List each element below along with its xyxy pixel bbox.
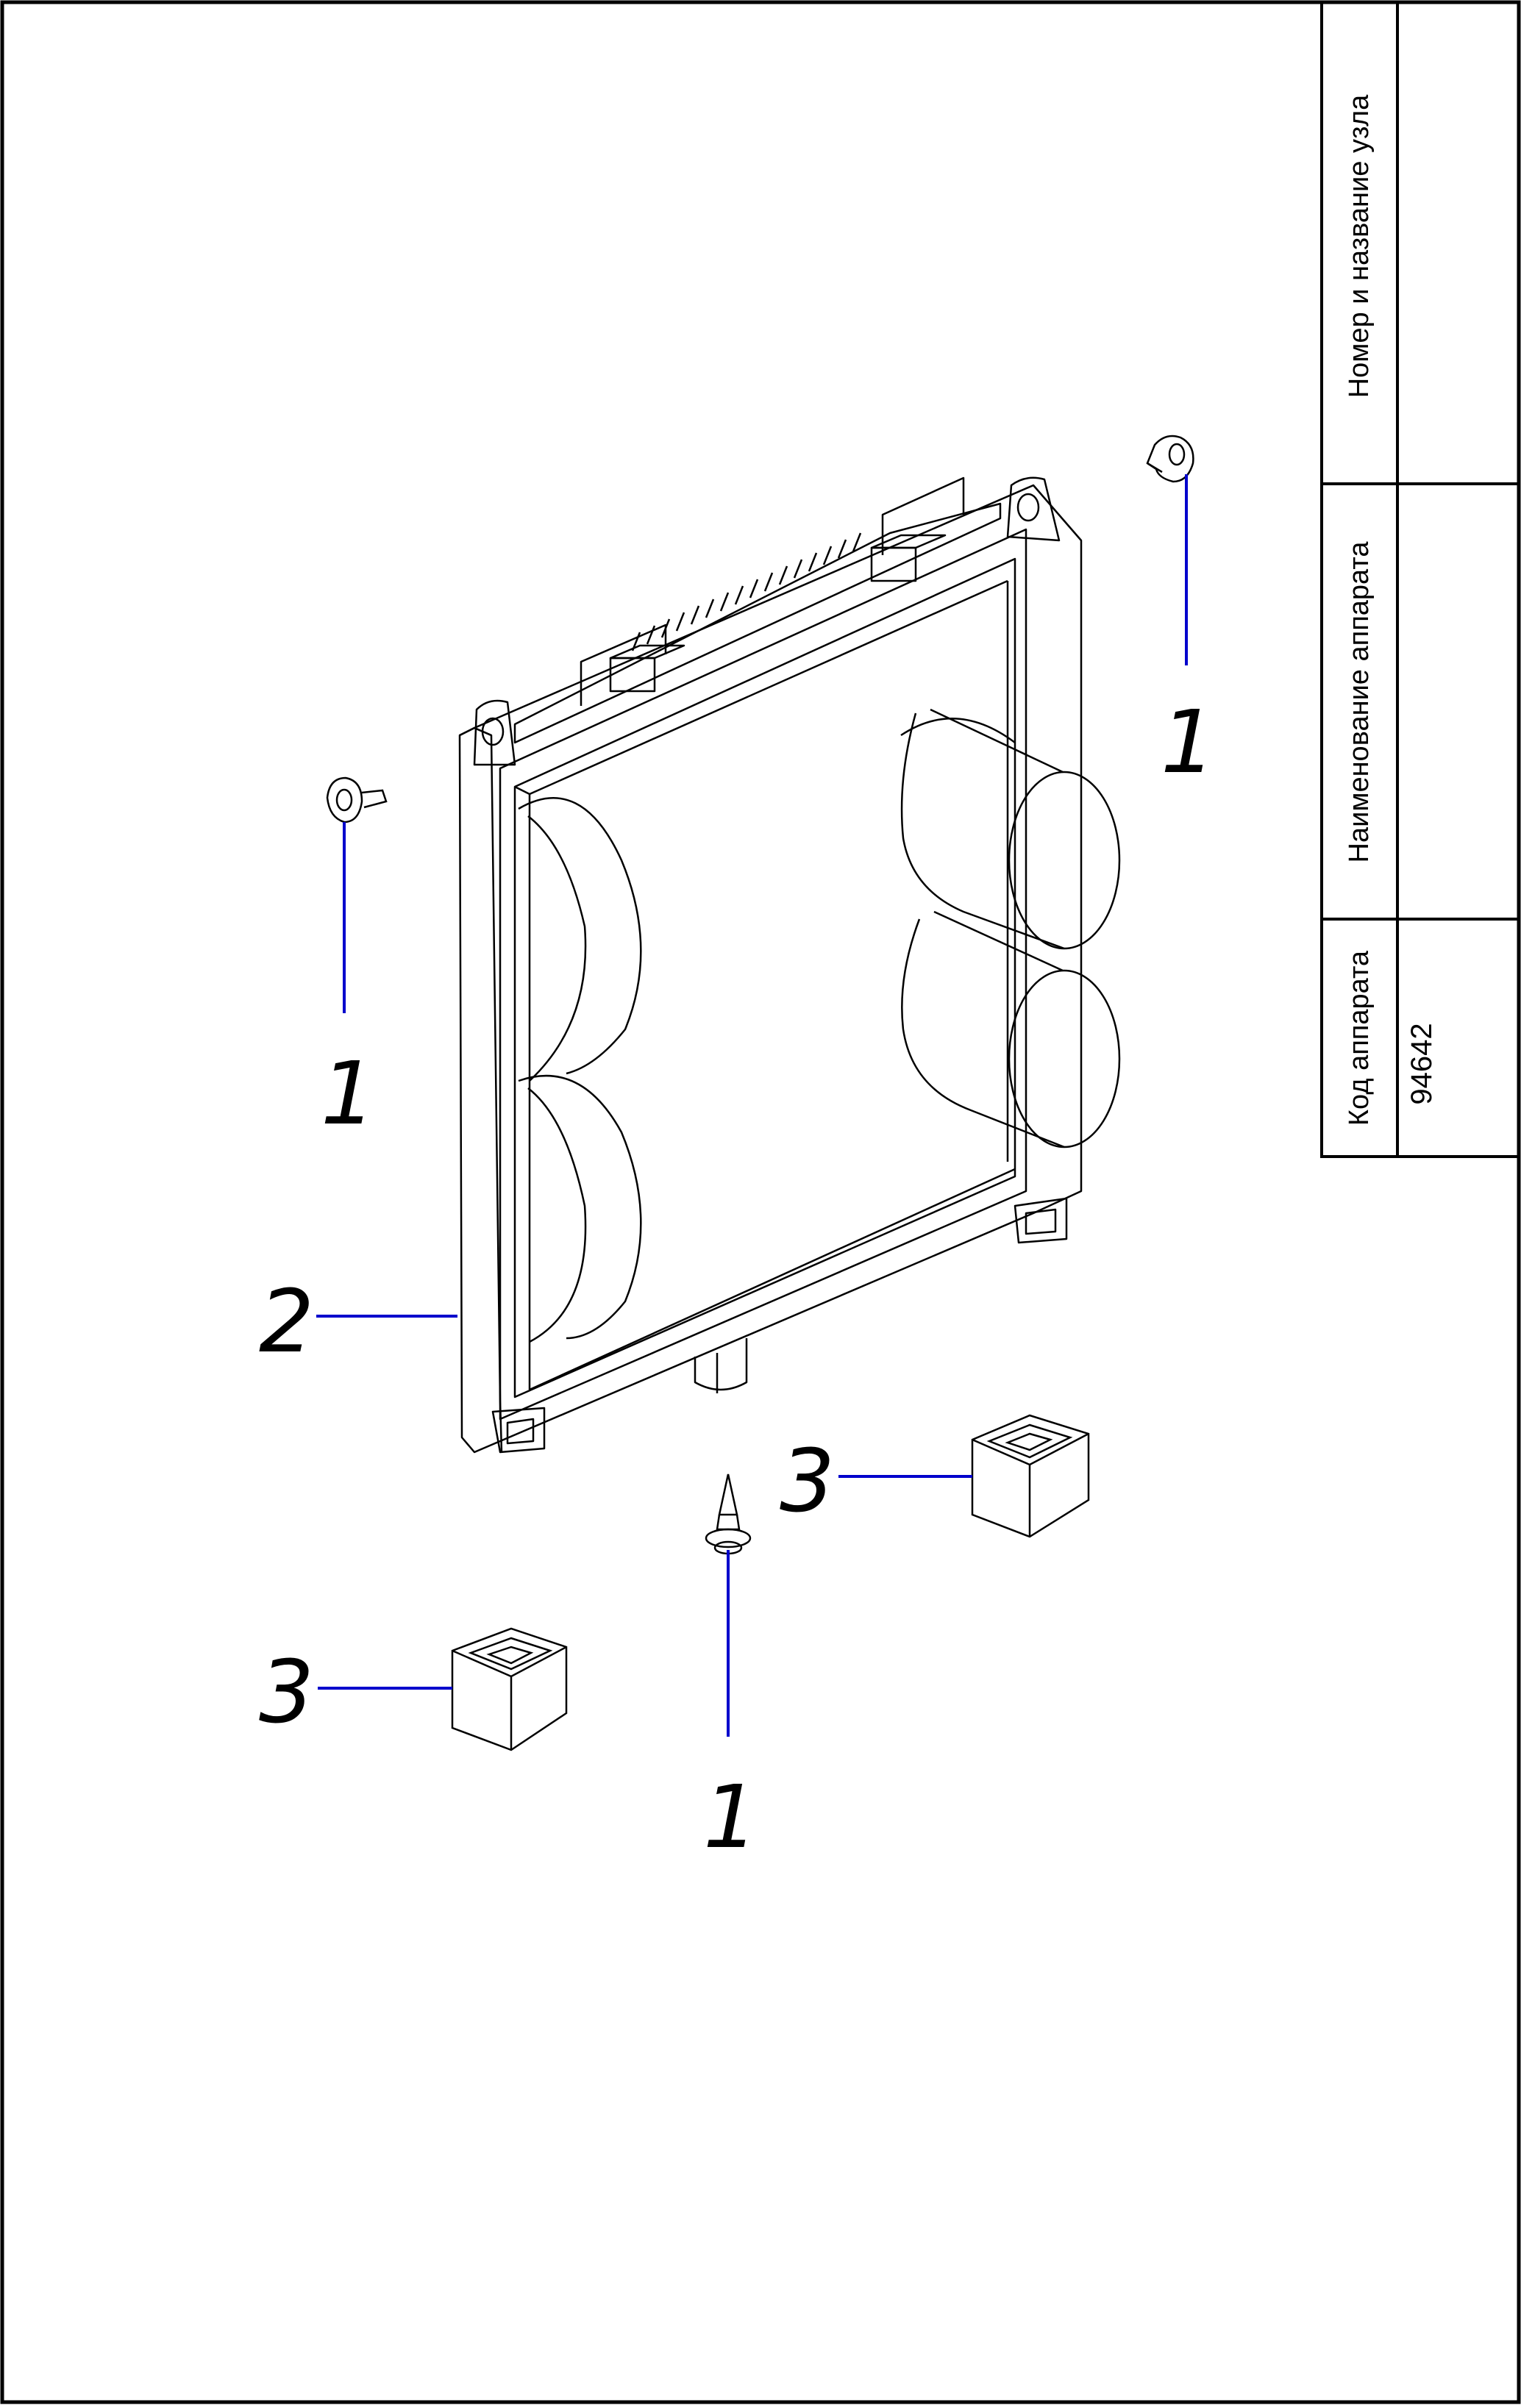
callout-screw-top-right: 1 [1161, 691, 1217, 793]
device-name-header: Наименование аппарата [1344, 541, 1375, 863]
callout-frame: 2 [259, 1271, 315, 1372]
device-name-value [1440, 482, 1477, 923]
assembly-value [1440, 26, 1477, 467]
callout-screw-left: 1 [321, 1043, 377, 1144]
frame-assembly [458, 476, 1121, 1454]
screw-left-shape [326, 776, 388, 823]
device-code-header: Код аппарата [1344, 950, 1375, 1126]
assembly-header: Номер и название узла [1344, 94, 1375, 399]
screw-top-right-shape [1146, 435, 1194, 483]
clip-right-shape [971, 1414, 1090, 1538]
device-code-value: 94642 [1406, 1023, 1438, 1105]
callout-screw-bottom: 1 [703, 1766, 759, 1868]
callout-clip-left: 3 [259, 1641, 315, 1743]
title-block-grid [1320, 1, 1520, 1158]
leader-lines [316, 474, 1188, 1737]
callout-clip-right: 3 [780, 1430, 836, 1532]
clip-left-shape [451, 1627, 568, 1751]
screw-bottom-shape [705, 1473, 752, 1555]
